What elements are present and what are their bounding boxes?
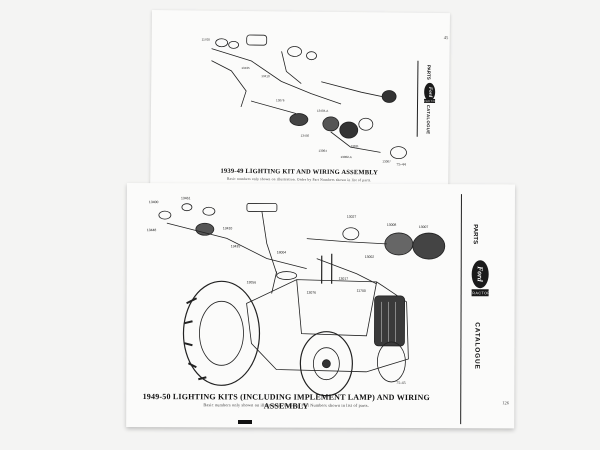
svg-text:13011: 13011 xyxy=(351,144,359,148)
lighting-kit-diagram: 11700 13435 13410 13076 13404-A 13450 13… xyxy=(202,34,407,164)
figure-note: Basic numbers only shown on illustration… xyxy=(203,402,370,408)
svg-text:13027: 13027 xyxy=(347,215,357,219)
svg-text:13410: 13410 xyxy=(261,74,270,78)
tractor-band: TRACTOR xyxy=(421,98,438,103)
svg-text:13076: 13076 xyxy=(276,98,285,102)
tractor-wiring-diagram: 13400 13461 13448 13410 13435 13027 1300… xyxy=(147,196,446,397)
figure-number: 75-44 xyxy=(396,161,406,167)
svg-text:13007: 13007 xyxy=(419,225,429,229)
tractor-band: TRACTOR xyxy=(469,289,491,297)
sidebar-catalogue-label: CATALOGUE xyxy=(473,322,481,370)
svg-text:13461: 13461 xyxy=(181,196,191,200)
upper-catalogue-page: 11700 13435 13410 13076 13404-A 13450 13… xyxy=(150,10,450,196)
svg-text:13017: 13017 xyxy=(339,277,349,281)
lower-catalogue-page: 13400 13461 13448 13410 13435 13027 1300… xyxy=(126,183,515,429)
page-number: 126 xyxy=(502,400,509,406)
figure-number: 75-45 xyxy=(396,379,406,385)
svg-text:13064: 13064 xyxy=(319,149,328,153)
page-number: 45 xyxy=(443,35,449,41)
svg-text:13076: 13076 xyxy=(307,291,317,295)
svg-text:13400: 13400 xyxy=(149,200,159,204)
svg-text:13008: 13008 xyxy=(387,223,397,227)
sidebar-parts-label: PARTS xyxy=(426,64,432,80)
ford-logo: Ford xyxy=(471,260,489,289)
svg-text:13410: 13410 xyxy=(223,226,233,230)
catalogue-sidebar: PARTS Ford TRACTOR CATALOGUE xyxy=(416,60,441,138)
svg-text:13450: 13450 xyxy=(301,134,310,138)
svg-text:13056: 13056 xyxy=(247,280,257,284)
svg-text:11700: 11700 xyxy=(202,38,210,42)
svg-text:13007: 13007 xyxy=(382,159,391,163)
svg-text:13002: 13002 xyxy=(365,255,375,259)
svg-text:13435: 13435 xyxy=(231,244,241,248)
svg-text:18004: 18004 xyxy=(277,251,287,255)
catalogue-sidebar: PARTS Ford TRACTOR CATALOGUE xyxy=(460,194,502,425)
page-tab-marker xyxy=(238,420,252,424)
svg-text:13002-A: 13002-A xyxy=(340,155,351,159)
svg-text:11700: 11700 xyxy=(357,289,366,293)
svg-text:13448: 13448 xyxy=(147,228,157,232)
sidebar-catalogue-label: CATALOGUE xyxy=(425,104,432,135)
sidebar-parts-label: PARTS xyxy=(471,224,478,245)
svg-text:13404-A: 13404-A xyxy=(317,109,328,113)
svg-text:13435: 13435 xyxy=(241,66,250,70)
